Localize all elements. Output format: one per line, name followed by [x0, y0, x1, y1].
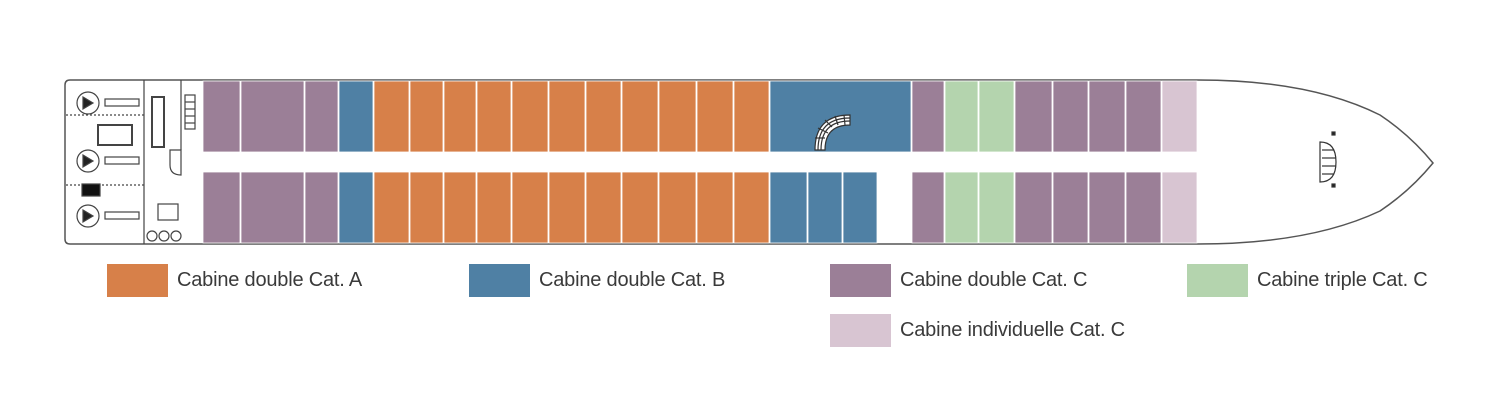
legend-item-cat-c-triple: Cabine triple Cat. C: [1187, 263, 1428, 297]
legend-label-cat-c-single: Cabine individuelle Cat. C: [900, 318, 1125, 341]
central-corridor: [203, 153, 1198, 171]
legend-swatch-cat-a: [107, 263, 168, 297]
cabin-cat-c-double: [1088, 80, 1126, 153]
propeller-icon: [76, 204, 140, 228]
legend-item-cat-c-single: Cabine individuelle Cat. C: [830, 313, 1125, 347]
legend-swatch-cat-c-single: [830, 313, 891, 347]
cabin-cat-c-single: [1161, 171, 1198, 244]
cabin-cat-c-double: [1014, 171, 1053, 244]
cabin-cat-c-triple: [978, 80, 1015, 153]
cabin-cat-c-triple: [944, 80, 979, 153]
cabin-row-starboard: [202, 171, 1198, 244]
cabin-cat-a: [476, 80, 512, 153]
cabin-cat-c-double: [911, 171, 945, 244]
cabin-cat-a: [621, 80, 659, 153]
engine-room: [66, 80, 196, 244]
staircase-icon: [814, 114, 851, 151]
cabin-cat-c-double: [304, 80, 339, 153]
cabin-cat-a: [585, 80, 622, 153]
bow-winch-icon: [1319, 131, 1337, 188]
cabin-cat-a: [443, 171, 477, 244]
cabin-cat-a: [696, 171, 734, 244]
cabin-row-port: [202, 80, 1198, 153]
cabin-cat-a: [511, 171, 549, 244]
cabin-cat-c-double: [1014, 80, 1053, 153]
cabin-cat-a: [373, 80, 410, 153]
legend-swatch-cat-b: [469, 263, 530, 297]
cabin-cat-c-double: [1125, 171, 1162, 244]
legend-item-cat-c-double: Cabine double Cat. C: [830, 263, 1087, 297]
cabin-cat-b: [338, 171, 374, 244]
cabin-cat-b: [769, 171, 808, 244]
cabin-cat-a: [409, 80, 444, 153]
cabin-cat-c-double: [304, 171, 339, 244]
cabin-cat-a: [658, 80, 697, 153]
cabin-cat-a: [585, 171, 622, 244]
propeller-icon: [76, 149, 140, 173]
propeller-icon: [76, 91, 140, 115]
legend-label-cat-a: Cabine double Cat. A: [177, 268, 363, 291]
cabin-cat-c-double: [1052, 171, 1089, 244]
cabin-cat-c-double: [1052, 80, 1089, 153]
cabin-cat-b: [807, 171, 843, 244]
cabin-cat-a: [476, 171, 512, 244]
cabin-cat-a: [443, 80, 477, 153]
deck-plan: [64, 79, 1434, 245]
cabin-cat-c-double: [1125, 80, 1162, 153]
cabin-cat-a: [733, 80, 770, 153]
cabin-cat-c-double: [911, 80, 945, 153]
cabin-cat-a: [696, 80, 734, 153]
legend-label-cat-c-double: Cabine double Cat. C: [900, 268, 1088, 291]
cabin-cat-a: [373, 171, 410, 244]
cabin-cat-c-double: [202, 171, 241, 244]
cabin-cat-c-double: [1088, 171, 1126, 244]
legend-label-cat-b: Cabine double Cat. B: [539, 268, 726, 291]
cabin-cat-a: [621, 171, 659, 244]
cabin-cat-a: [548, 80, 586, 153]
cabin-cat-c-double: [202, 80, 241, 153]
cabin-cat-a: [409, 171, 444, 244]
cabin-cat-c-single: [1161, 80, 1198, 153]
legend-swatch-cat-c-triple: [1187, 263, 1248, 297]
cabin-cat-b: [842, 171, 878, 244]
cabin-cat-b: [338, 80, 374, 153]
cabin-cat-c-triple: [944, 171, 979, 244]
cabin-cat-a: [511, 80, 549, 153]
cabin-cat-c-double: [240, 171, 305, 244]
cabin-cat-c-triple: [978, 171, 1015, 244]
cabin-cat-a: [658, 171, 697, 244]
legend-label-cat-c-triple: Cabine triple Cat. C: [1257, 268, 1428, 291]
cabin-cat-a: [548, 171, 586, 244]
legend-swatch-cat-c-double: [830, 263, 891, 297]
legend-item-cat-b: Cabine double Cat. B: [469, 263, 725, 297]
cabin-cat-a: [733, 171, 770, 244]
legend-item-cat-a: Cabine double Cat. A: [107, 263, 362, 297]
cabin-cat-c-double: [240, 80, 305, 153]
